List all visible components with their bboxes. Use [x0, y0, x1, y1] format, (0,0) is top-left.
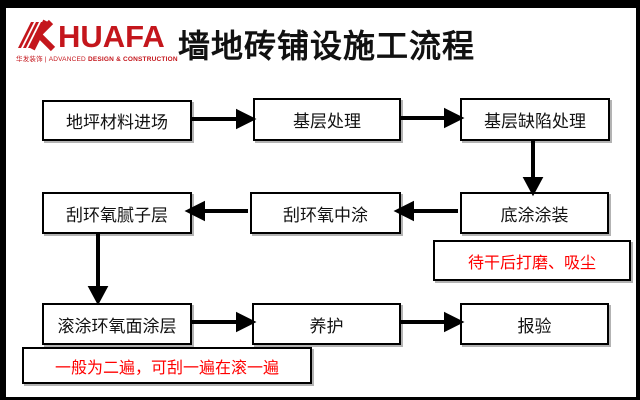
- logo-tagline: 华发装饰 | ADVANCED DESIGN & CONSTRUCTION: [16, 53, 178, 63]
- annotation-two-passes: 一般为二遍，可刮一遍在滚一遍: [22, 347, 312, 384]
- logo-wordmark: HUAFA: [58, 19, 165, 54]
- annotation-sand-vacuum: 待干后打磨、吸尘: [433, 240, 631, 281]
- flow-node-base-treatment: 基层处理: [253, 98, 401, 141]
- flow-node-base-defect-treatment: 基层缺陷处理: [460, 98, 610, 141]
- huafa-k-mark-icon: [18, 19, 56, 52]
- flow-node-epoxy-mid-coat: 刮环氧中涂: [250, 192, 401, 234]
- huafa-logo: HUAFA 华发装饰 | ADVANCED DESIGN & CONSTRUCT…: [16, 18, 178, 63]
- flow-node-epoxy-putty-layer: 刮环氧腻子层: [42, 192, 192, 234]
- flow-node-inspection: 报验: [460, 303, 609, 345]
- page-title: 墙地砖铺设施工流程: [178, 28, 476, 64]
- flow-node-material-entry: 地坪材料进场: [42, 100, 192, 141]
- logo-row: HUAFA: [16, 18, 176, 52]
- flow-node-primer-coating: 底涂涂装: [460, 192, 609, 234]
- flow-node-curing: 养护: [252, 303, 401, 345]
- flow-node-epoxy-top-coat: 滚涂环氧面涂层: [42, 303, 192, 345]
- logo-tagline-en: DESIGN & CONSTRUCTION: [87, 56, 178, 63]
- logo-tagline-cn: 华发装饰 | ADVANCED: [16, 56, 88, 63]
